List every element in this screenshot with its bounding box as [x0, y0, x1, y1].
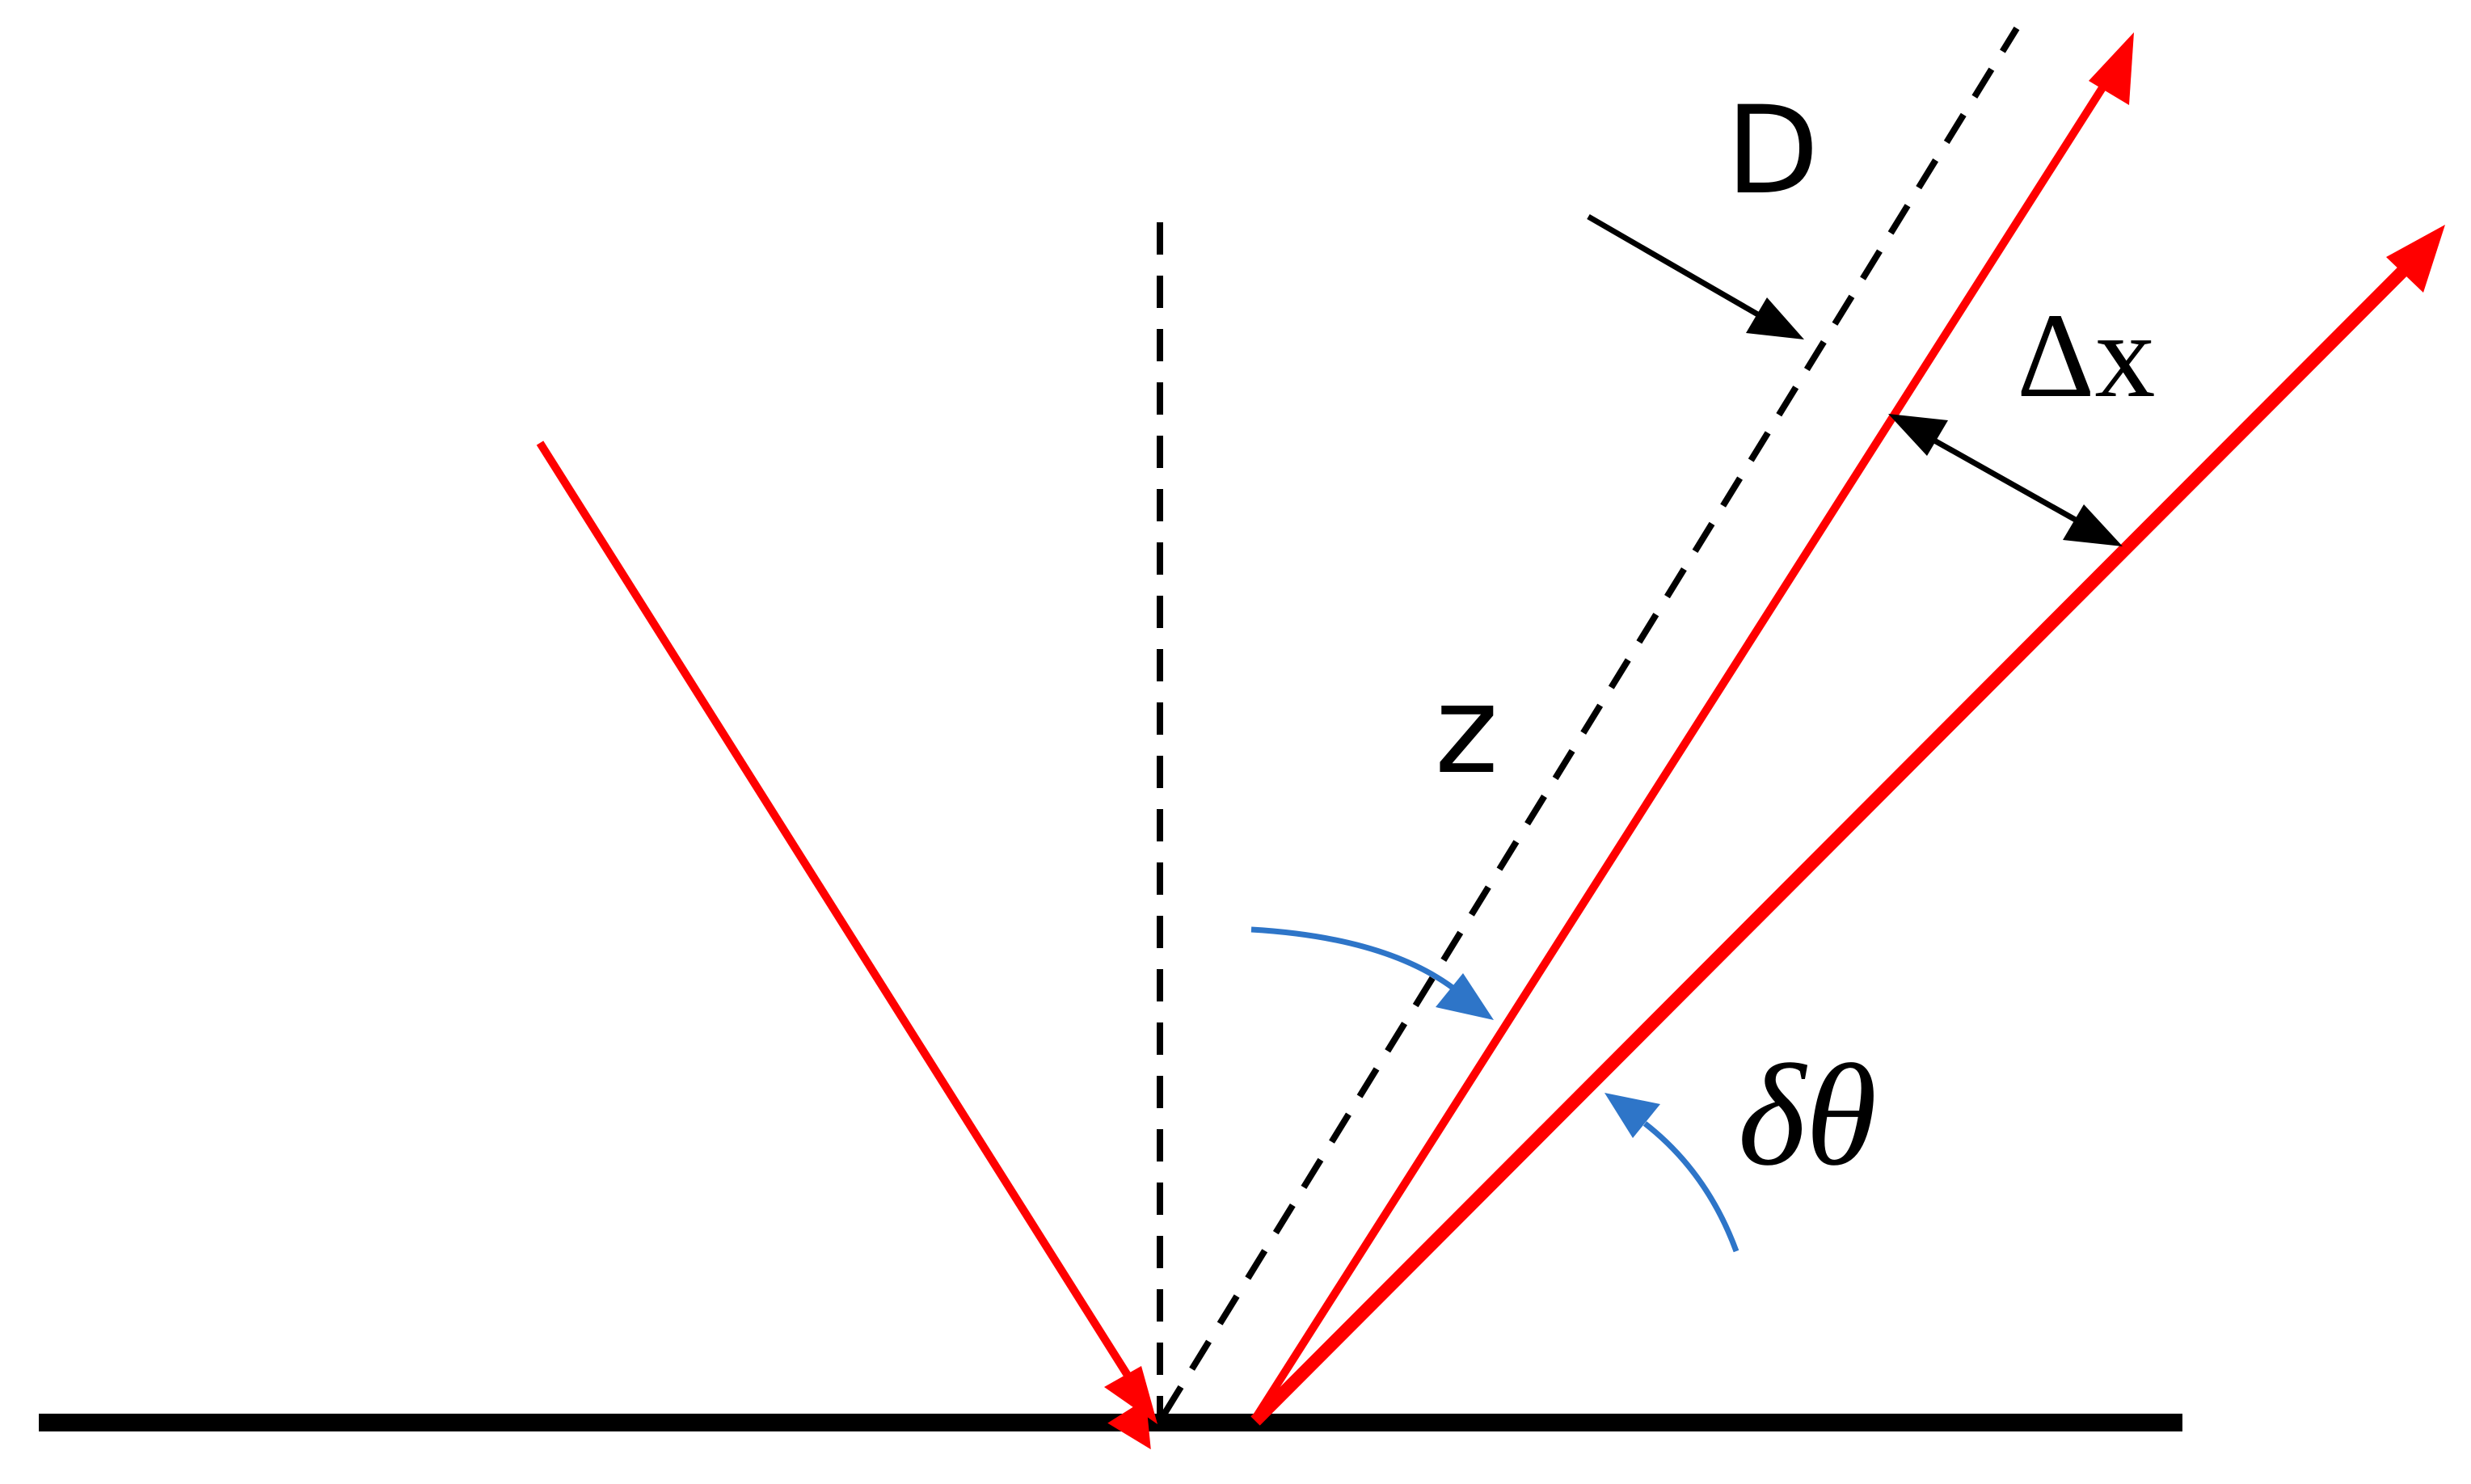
axis-label: z — [1435, 660, 1499, 801]
reflection-angle-arc-arrowhead — [1436, 973, 1494, 1020]
reflection-angle-arc — [1250, 926, 1461, 995]
delta-theta-arc-arrowhead — [1604, 1093, 1660, 1138]
distance-label: D — [1726, 81, 1820, 221]
displacement-double-arrow — [1914, 427, 2087, 529]
delta-theta-arc — [1642, 1121, 1739, 1253]
reflected-beam — [1251, 66, 2119, 1421]
distance-pointer-arrowhead — [1746, 297, 1804, 339]
deflected-beam-arrowhead — [2386, 225, 2445, 293]
displacement-label: Δx — [2017, 289, 2155, 423]
z-axis-line — [1161, 26, 2020, 1417]
deflected-beam — [1250, 252, 2422, 1426]
incident-beam — [536, 441, 1151, 1450]
displacement-arrowhead-start — [1888, 414, 1948, 456]
reflected-beam-arrowhead — [2089, 32, 2134, 105]
displacement-arrowhead-end — [2063, 504, 2123, 546]
angle-change-label: δθ — [1738, 1035, 1877, 1195]
incident-beam-arrowhead — [1104, 1366, 1157, 1424]
distance-pointer-arrow — [1587, 213, 1768, 323]
